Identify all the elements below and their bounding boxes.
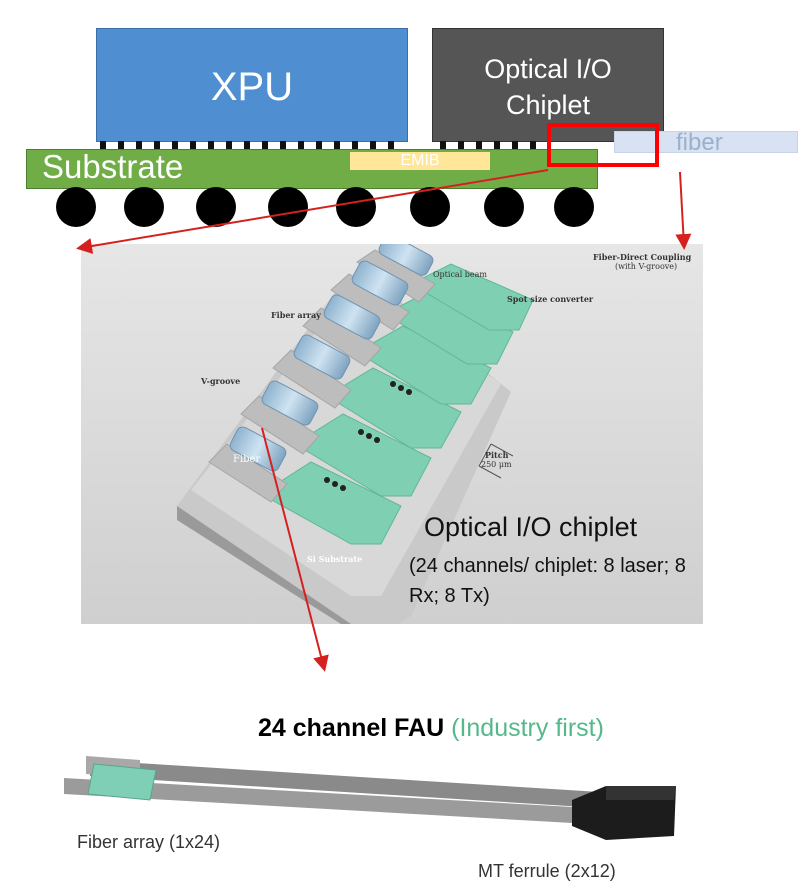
optical-io-chiplet-label-line2: Chiplet	[505, 90, 591, 120]
solder-ball	[268, 187, 308, 227]
fiber-array-photo-label: Fiber array	[271, 310, 321, 320]
mt-ferrule-label: MT ferrule (2x12)	[478, 861, 616, 881]
fau-title-highlight: (Industry first)	[451, 714, 604, 742]
chiplet-caption-detail: (24 channels/ chiplet: 8 laser; 8 Rx; 8 …	[409, 555, 686, 607]
v-groove-note-label: (with V-groove)	[615, 262, 678, 271]
substrate-label: Substrate	[42, 148, 184, 185]
solder-ball	[56, 187, 96, 227]
fau-title-main: 24 channel FAU	[258, 714, 445, 742]
si-substrate-label: Si Substrate	[307, 554, 363, 564]
xpu-label: XPU	[210, 65, 294, 109]
chiplet-render-illustration	[81, 244, 703, 624]
solder-ball	[484, 187, 524, 227]
solder-ball	[336, 187, 376, 227]
solder-ball	[410, 187, 450, 227]
pitch-label: Pitch	[485, 450, 509, 460]
optical-beam-label: Optical beam	[433, 270, 488, 279]
optical-io-chiplet-label-line1: Optical I/O	[484, 54, 612, 84]
solder-ball	[124, 187, 164, 227]
fiber-direct-coupling-label: Fiber-Direct Coupling	[593, 252, 692, 262]
pitch-value: 250 μm	[481, 460, 512, 469]
solder-ball	[554, 187, 594, 227]
spot-size-converter-label: Spot size converter	[507, 294, 594, 304]
emib-bridge: EMIB	[350, 152, 490, 170]
fau-title: 24 channel FAU (Industry first)	[258, 714, 604, 743]
v-groove-label: V-groove	[201, 376, 241, 386]
zoom-highlight-box	[547, 123, 659, 167]
xpu-block: XPU	[96, 28, 408, 142]
fiber-array-label: Fiber array (1x24)	[77, 832, 221, 852]
fiber-label: fiber	[676, 129, 723, 156]
fiber-photo-label: Fiber	[233, 454, 261, 465]
chiplet-render-panel: Fiber-Direct Coupling (with V-groove) Op…	[81, 244, 703, 624]
solder-ball	[196, 187, 236, 227]
fiber-bar	[614, 131, 798, 153]
chiplet-caption-title: Optical I/O chiplet	[424, 512, 638, 542]
